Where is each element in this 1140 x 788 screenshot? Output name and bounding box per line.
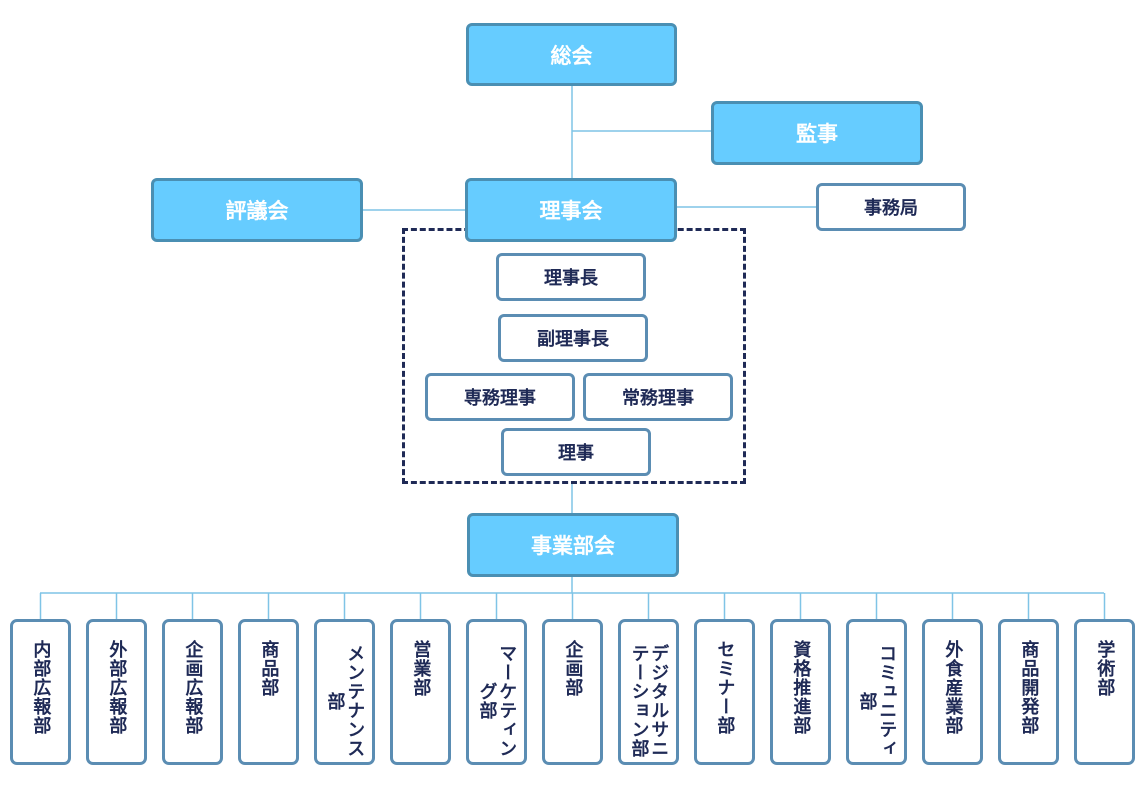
node-fukurijicho-label: 副理事長 [537,329,609,350]
department-box[interactable]: デジタルサニテーション部 [618,619,679,765]
node-hyogikai-label: 評議会 [225,199,289,223]
node-rijikai-label: 理事会 [539,199,603,223]
department-box[interactable]: 営業部 [390,619,451,765]
node-jimukyoku-label: 事務局 [864,198,918,219]
node-rijikai[interactable]: 理事会 [465,178,677,242]
department-box[interactable]: 内部広報部 [10,619,71,765]
department-label: 営業部 [410,640,432,697]
node-riji-label: 理事 [558,443,594,464]
department-box[interactable]: セミナー部 [694,619,755,765]
department-box[interactable]: マーケティング部 [466,619,527,765]
node-riji[interactable]: 理事 [501,428,651,476]
department-label: 商品部 [258,640,280,697]
node-rijicho-label: 理事長 [544,268,598,289]
department-label: 企画広報部 [182,640,204,735]
node-senmu-riji-label: 専務理事 [464,388,536,409]
node-kansa[interactable]: 監事 [711,101,923,165]
department-label: セミナー部 [714,640,736,735]
node-rijicho[interactable]: 理事長 [496,253,646,301]
node-hyogikai[interactable]: 評議会 [151,178,363,242]
department-box[interactable]: 商品開発部 [998,619,1059,765]
department-label: 外部広報部 [106,640,128,735]
node-jimukyoku[interactable]: 事務局 [816,183,966,231]
node-jigyo-bukai-label: 事業部会 [531,534,615,558]
department-label: メンテナンス部 [324,644,366,758]
node-kansa-label: 監事 [796,122,838,146]
department-label: 資格推進部 [790,640,812,735]
department-label: 外食産業部 [942,640,964,735]
department-label: マーケティング部 [476,644,518,758]
node-fukurijicho[interactable]: 副理事長 [498,314,648,362]
department-label: 内部広報部 [30,640,52,735]
node-senmu-riji[interactable]: 専務理事 [425,373,575,421]
department-label: 学術部 [1094,640,1116,697]
department-box[interactable]: メンテナンス部 [314,619,375,765]
department-box[interactable]: 企画広報部 [162,619,223,765]
department-box[interactable]: 商品部 [238,619,299,765]
node-jomu-riji-label: 常務理事 [622,388,694,409]
department-box[interactable]: コミュニティ部 [846,619,907,765]
node-soukai-label: 総会 [550,43,593,68]
department-box[interactable]: 外部広報部 [86,619,147,765]
department-label: 企画部 [562,640,584,697]
department-box[interactable]: 学術部 [1074,619,1135,765]
department-label: 商品開発部 [1018,640,1040,735]
department-label: コミュニティ部 [856,644,898,758]
department-box[interactable]: 資格推進部 [770,619,831,765]
department-label: デジタルサニテーション部 [628,644,670,758]
department-box[interactable]: 企画部 [542,619,603,765]
department-box[interactable]: 外食産業部 [922,619,983,765]
node-jigyo-bukai[interactable]: 事業部会 [467,513,679,577]
node-jomu-riji[interactable]: 常務理事 [583,373,733,421]
node-soukai[interactable]: 総会 [466,23,677,86]
